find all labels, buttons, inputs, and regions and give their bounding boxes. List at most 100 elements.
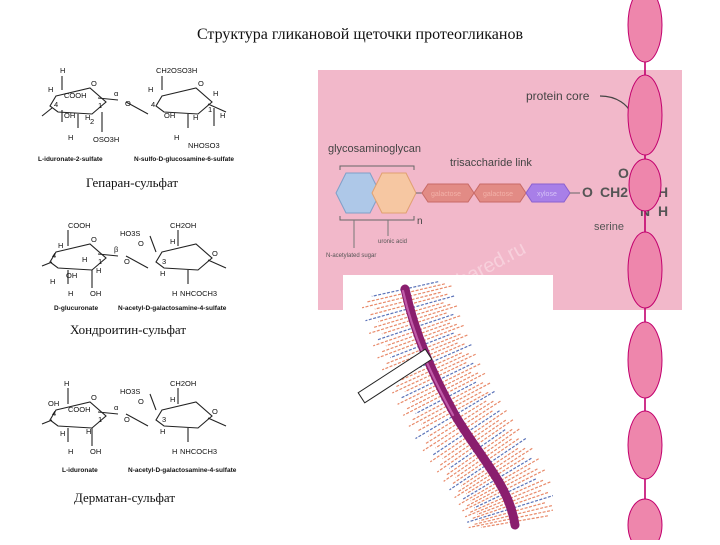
- protein-core-label: protein core: [526, 89, 590, 103]
- serine-column-atom: O: [618, 165, 629, 181]
- xylose-hexagon: [525, 183, 571, 203]
- atom-label: CH2OH: [170, 221, 196, 230]
- glycan-brush-svg: [343, 275, 559, 530]
- bridge-oxygen: O: [124, 257, 130, 266]
- atom-label: CH2OSO3H: [156, 66, 197, 75]
- callout-box: [357, 348, 433, 404]
- atom-label: O: [91, 235, 97, 244]
- atom-label: OH: [48, 399, 59, 408]
- atom-label: COOH: [68, 405, 91, 414]
- atom-label: H: [96, 266, 101, 275]
- atom-label: O: [198, 79, 204, 88]
- oxygen-atom: O: [582, 184, 593, 200]
- chondroitin-sulfate-caption: Хондроитин-сульфат: [70, 322, 187, 337]
- atom-label: H: [170, 237, 175, 246]
- galactose-label: galactose: [483, 191, 513, 198]
- protein-core-fiber: [400, 284, 520, 530]
- chain-bead: [627, 231, 663, 309]
- glycan-brush-illustration: [343, 275, 559, 530]
- atom-label: O: [212, 407, 218, 416]
- atom-label: H: [82, 255, 87, 264]
- atom-label: H: [172, 289, 177, 298]
- atom-label: NHOSO3: [188, 141, 220, 150]
- atom-label: CH2OH: [170, 379, 196, 388]
- atom-label: COOH: [68, 221, 91, 230]
- uronic-acid-hexagon: [335, 172, 381, 214]
- heparan-sulfate-formula: H COOH O OH H H H OSO3H 4 1 2 α O CH2OSO…: [38, 66, 234, 163]
- carbon-number: 2: [90, 117, 94, 126]
- atom-label: H: [174, 133, 179, 142]
- link-label: β: [114, 245, 119, 254]
- atom-label: HO3S: [120, 229, 140, 238]
- link-label: α: [114, 403, 119, 412]
- bridge-oxygen: O: [124, 415, 130, 424]
- atom-label: OH: [90, 447, 101, 456]
- bead-chain-svg: [627, 0, 663, 545]
- atom-label: O: [138, 239, 144, 248]
- methylene-group: CH2: [600, 184, 628, 200]
- carbon-number: 1: [208, 105, 212, 114]
- chain-bead: [627, 498, 663, 545]
- atom-label: H: [50, 277, 55, 286]
- atom-label: H: [86, 427, 91, 436]
- atom-label: O: [91, 79, 97, 88]
- atom-label: OH: [64, 111, 75, 120]
- acetylated-sugar-label: N-acetylated sugar: [326, 253, 376, 259]
- atom-label: H: [60, 66, 65, 75]
- atom-label: COOH: [64, 91, 87, 100]
- glycosaminoglycan-label: glycosaminoglycan: [328, 143, 421, 155]
- chain-bead: [627, 321, 663, 399]
- residue-name: N-acetyl-D-galactosamine-4-sulfate: [128, 467, 237, 474]
- page-title: Структура гликановой щеточки протеоглика…: [196, 26, 524, 43]
- dermatan-sulfate-structure: H COOH O OH H H H OH 4 1 α O HO3S O CH2O…: [38, 376, 260, 478]
- atom-label: O: [91, 393, 97, 402]
- atom-label: H: [58, 241, 63, 250]
- atom-label: H: [213, 89, 218, 98]
- atom-label: H: [220, 111, 225, 120]
- carbon-number: 3: [162, 257, 166, 266]
- chain-bead: [627, 74, 663, 156]
- atom-label: NHCOCH3: [180, 447, 217, 456]
- carbon-number: 4: [54, 100, 58, 109]
- carbon-number: 4: [52, 409, 56, 418]
- serine-column-atom: H: [658, 203, 668, 219]
- atom-label: H: [170, 395, 175, 404]
- repeat-bracket: [339, 165, 415, 221]
- residue-name: N-sulfo-D-glucosamine-6-sulfate: [134, 156, 234, 163]
- xylose-label: xylose: [537, 191, 557, 198]
- atom-label: OH: [164, 111, 175, 120]
- atom-label: H: [148, 85, 153, 94]
- atom-label: NHCOCH3: [180, 289, 217, 298]
- uronic-acid-label: uronic acid: [378, 239, 407, 245]
- dermatan-sulfate-formula: H COOH O OH H H H OH 4 1 α O HO3S O CH2O…: [41, 379, 237, 474]
- atom-label: H: [172, 447, 177, 456]
- atom-label: H: [68, 289, 73, 298]
- galactose-hexagon: [473, 183, 527, 203]
- carbon-number: 1: [98, 101, 102, 110]
- atom-label: O: [212, 249, 218, 258]
- carbon-number: 1: [98, 415, 102, 424]
- proteoglycan-bead-chain: [620, 0, 670, 545]
- atom-label: H: [68, 133, 73, 142]
- galactose-label: galactose: [431, 191, 461, 198]
- proteoglycan-link-panel: myshared.ru protein core glycosaminoglyc…: [318, 70, 682, 310]
- atom-label: OH: [90, 289, 101, 298]
- atom-label: H: [160, 269, 165, 278]
- trisaccharide-link-label: trisaccharide link: [450, 157, 532, 169]
- atom-label: H: [193, 113, 198, 122]
- atom-label: H: [60, 429, 65, 438]
- heparan-sulfate-caption: Гепаран-сульфат: [86, 175, 179, 190]
- carbon-number: 4: [151, 100, 155, 109]
- chain-bead: [628, 158, 662, 212]
- atom-label: H: [160, 427, 165, 436]
- chondroitin-sulfate-formula: COOH O H H OH H H OH H 4 1 β O HO3S O CH…: [41, 221, 227, 312]
- carbon-number: 4: [52, 251, 56, 260]
- atom-label: H: [48, 85, 53, 94]
- carbon-number: 3: [162, 415, 166, 424]
- galactose-hexagon: [421, 183, 475, 203]
- atom-label: OH: [66, 271, 77, 280]
- residue-name: L-iduronate-2-sulfate: [38, 156, 103, 163]
- chondroitin-sulfate-structure: COOH O H H OH H H OH H 4 1 β O HO3S O CH…: [38, 218, 260, 316]
- bridge-oxygen: O: [125, 99, 131, 108]
- dermatan-sulfate-caption: Дерматан-сульфат: [74, 490, 176, 505]
